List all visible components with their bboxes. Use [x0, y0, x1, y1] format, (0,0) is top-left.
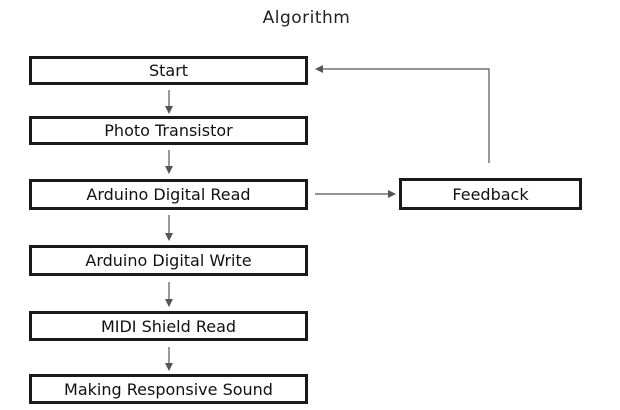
node-feedback-label: Feedback: [452, 184, 529, 204]
arrow-feedback-to-start: [315, 65, 490, 163]
node-feedback: Feedback: [399, 178, 582, 210]
node-arduino-digital-write: Arduino Digital Write: [29, 245, 308, 276]
node-midi-shield-read-label: MIDI Shield Read: [100, 316, 237, 336]
node-start: Start: [29, 56, 308, 85]
node-making-responsive-sound: Making Responsive Sound: [29, 374, 308, 404]
node-start-label: Start: [148, 61, 189, 80]
diagram-title: Algorithm: [262, 8, 351, 28]
node-arduino-digital-read-label: Arduino Digital Read: [86, 185, 251, 204]
node-photo-transistor-label: Photo Transistor: [104, 121, 233, 140]
node-arduino-digital-write-label: Arduino Digital Write: [85, 251, 252, 270]
node-arduino-digital-read: Arduino Digital Read: [29, 179, 308, 210]
node-photo-transistor: Photo Transistor: [29, 116, 308, 145]
node-midi-shield-read: MIDI Shield Read: [29, 311, 308, 341]
node-making-responsive-sound-label: Making Responsive Sound: [64, 379, 273, 399]
